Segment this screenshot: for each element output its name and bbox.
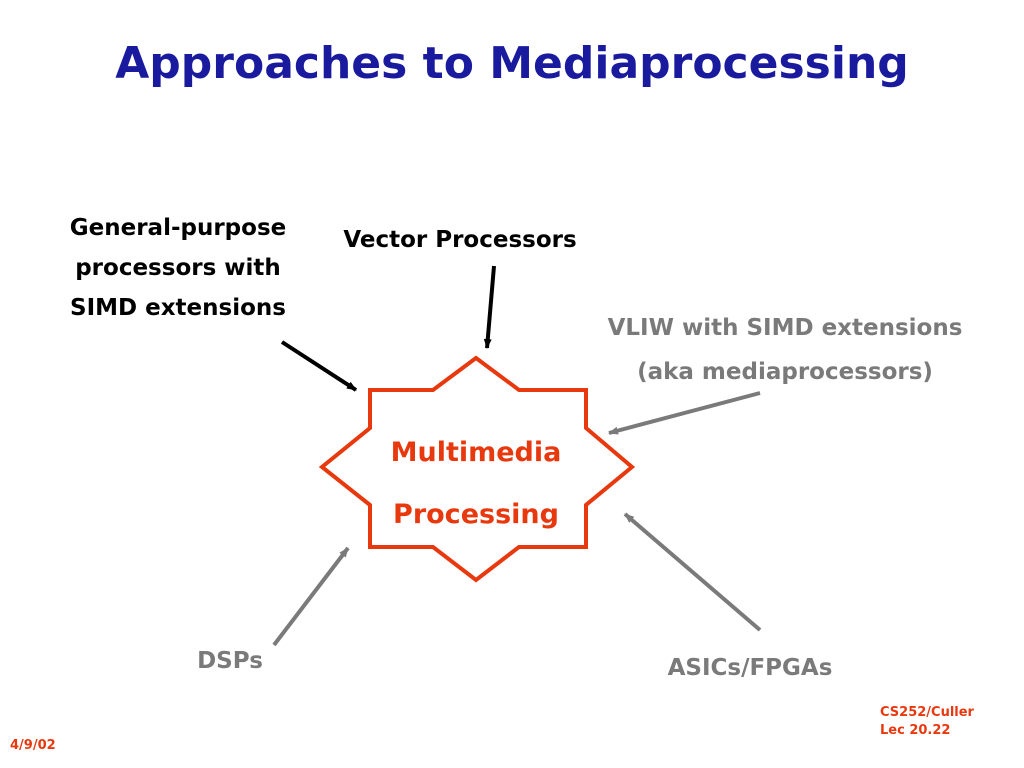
label-dsps-line: DSPs: [197, 648, 263, 674]
label-general-purpose-line: SIMD extensions: [70, 295, 286, 321]
label-general-purpose: General-purpose processors with SIMD ext…: [48, 208, 308, 328]
label-vliw: VLIW with SIMD extensions (aka mediaproc…: [580, 306, 990, 394]
label-vector-processors-line: Vector Processors: [343, 227, 577, 253]
center-label-line: Multimedia: [390, 437, 562, 468]
label-general-purpose-line: General-purpose: [69, 215, 287, 241]
label-vliw-line: VLIW with SIMD extensions: [607, 315, 963, 341]
label-dsps: DSPs: [190, 648, 270, 674]
lecture-number: Lec 20.22: [880, 723, 951, 738]
arrow-general-purpose: [280, 340, 358, 392]
label-general-purpose-line: processors with: [75, 255, 281, 281]
label-asics-fpgas-line: ASICs/FPGAs: [667, 655, 833, 681]
arrow-vector-processors: [483, 265, 496, 349]
arrow-vliw: [608, 391, 761, 435]
arrow-asics-fpgas: [623, 512, 762, 632]
multimedia-star-shape: [318, 355, 636, 583]
center-label-multimedia-processing: Multimedia Processing: [370, 422, 582, 546]
label-vliw-line: (aka mediaprocessors): [637, 359, 933, 385]
course-name: CS252/Culler: [880, 705, 974, 720]
center-label-line: Processing: [393, 499, 559, 530]
label-vector-processors: Vector Processors: [330, 227, 590, 253]
slide-title: Approaches to Mediaprocessing: [115, 38, 909, 89]
label-asics-fpgas: ASICs/FPGAs: [650, 655, 850, 681]
arrow-dsps: [272, 546, 350, 647]
course-footer: CS252/Culler Lec 20.22: [880, 704, 1000, 740]
slide-date: 4/9/02: [10, 738, 56, 753]
